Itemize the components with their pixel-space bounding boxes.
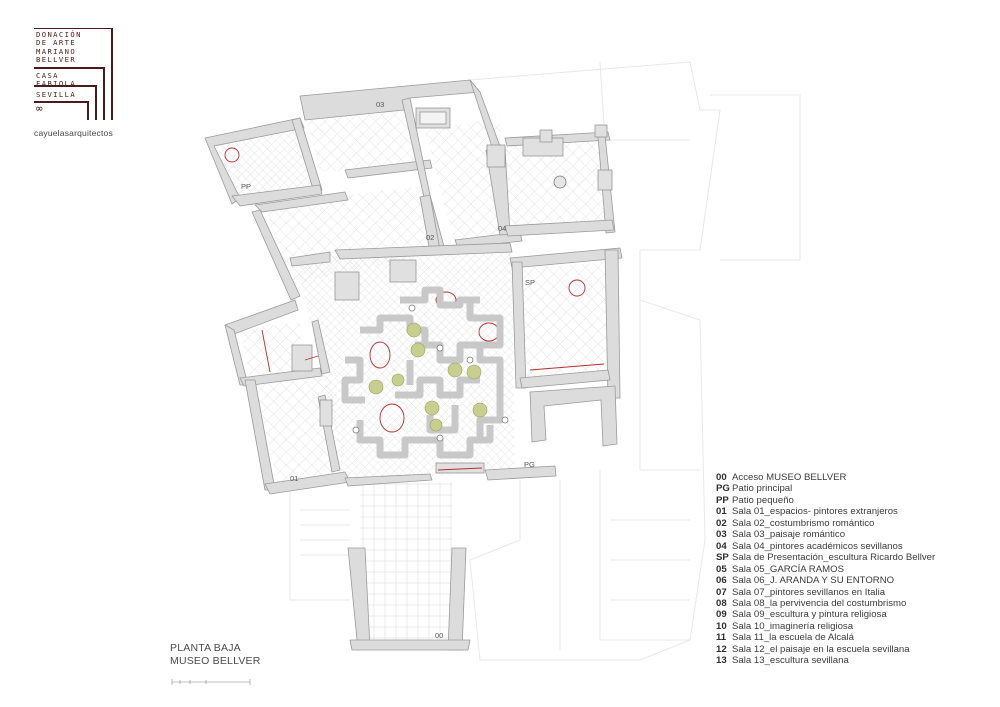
- caption-line-2: MUSEO BELLVER: [170, 654, 261, 667]
- legend-code: 07: [716, 586, 727, 598]
- room-labels: 03 PP 02 04 SP 01 PG 00: [241, 100, 535, 640]
- legend-text: Sala 03_paisaje romántico: [732, 529, 846, 541]
- scale-bar: [171, 679, 251, 685]
- legend-code: 04: [716, 540, 727, 552]
- legend-code: 12: [716, 643, 727, 655]
- logo-city: SEVILLA: [36, 90, 77, 99]
- legend-text: Acceso MUSEO BELLVER: [732, 472, 847, 483]
- plan-caption: PLANTA BAJA MUSEO BELLVER: [170, 642, 261, 667]
- legend-text: Sala 02_costumbrismo romántico: [732, 517, 875, 529]
- legend-code: 08: [716, 597, 727, 609]
- legend-item: 00 Acceso MUSEO BELLVER: [716, 472, 935, 483]
- legend-code: 03: [716, 529, 727, 541]
- legend-item: 01 Sala 01_espacios- pintores extranjeros: [716, 506, 935, 517]
- courtyard-plants: [368, 322, 488, 432]
- legend-item: 06 Sala 06_J. ARANDA Y SU ENTORNO: [716, 575, 935, 586]
- legend-item: 11 Sala 11_la escuela de Alcalá: [716, 632, 935, 643]
- legend-item: 07 Sala 07_pintores sevillanos en Italia: [716, 587, 935, 598]
- legend-code: 00: [716, 472, 727, 483]
- legend-text: Sala 10_imaginería religiosa: [732, 620, 854, 632]
- studio-name: cayuelasarquitectos: [34, 128, 113, 138]
- logo-frame: [34, 28, 113, 120]
- room-label-pp: PP: [241, 182, 251, 191]
- legend-item: 09 Sala 09_escultura y pintura religiosa: [716, 609, 935, 620]
- neighbor-outlines: [289, 61, 801, 661]
- legend-text: Sala 05_GARCÍA RAMOS: [732, 563, 844, 575]
- legend-item: 03 Sala 03_paisaje romántico: [716, 529, 935, 540]
- legend-text: Sala 04_pintores académicos sevillanos: [732, 540, 903, 552]
- legend-code: SP: [716, 552, 729, 564]
- walls: [204, 79, 623, 651]
- legend-item: 12 Sala 12_el paisaje en la escuela sevil…: [716, 644, 935, 655]
- legend-item: 04 Sala 04_pintores académicos sevillanos: [716, 541, 935, 552]
- legend-code: 10: [716, 620, 727, 632]
- legend-code: PP: [716, 494, 729, 506]
- infinity-icon: ∞: [36, 102, 45, 115]
- room-label-00: 00: [435, 631, 443, 640]
- legend-text: Patio pequeño: [732, 494, 794, 506]
- legend-code: 11: [716, 632, 727, 644]
- legend-code: 05: [716, 563, 727, 575]
- legend-code: 01: [716, 506, 727, 518]
- legend-text: Sala 11_la escuela de Alcalá: [732, 632, 854, 644]
- legend-text: Patio principal: [732, 483, 793, 495]
- legend-text: Sala 13_escultura sevillana: [732, 655, 849, 667]
- room-label-03: 03: [376, 100, 384, 109]
- red-accents: [224, 147, 605, 471]
- room-label-04: 04: [498, 224, 506, 233]
- room-label-sp: SP: [525, 278, 535, 287]
- legend-text: Sala 12_el paisaje en la escuela sevilla…: [732, 643, 910, 655]
- courtyard-posts: [352, 175, 567, 442]
- legend-code: PG: [716, 483, 730, 495]
- legend-item: 05 Sala 05_GARCÍA RAMOS: [716, 564, 935, 575]
- legend-text: Sala 09_escultura y pintura religiosa: [732, 609, 887, 621]
- legend-text: Sala de Presentación_escultura Ricardo B…: [732, 552, 936, 564]
- room-label-pg: PG: [524, 460, 535, 469]
- legend-item: 10 Sala 10_imaginería religiosa: [716, 621, 935, 632]
- caption-line-1: PLANTA BAJA: [170, 642, 241, 654]
- legend-item: 08 Sala 08_la pervivencia del costumbrism…: [716, 598, 935, 609]
- legend-code: 09: [716, 609, 727, 621]
- legend-code: 13: [716, 655, 727, 667]
- room-label-02: 02: [426, 233, 434, 242]
- legend-code: 06: [716, 575, 727, 587]
- legend-code: 02: [716, 517, 727, 529]
- legend-text: Sala 07_pintores sevillanos en Italia: [732, 586, 886, 598]
- room-label-01: 01: [290, 474, 298, 483]
- furniture: [291, 107, 613, 474]
- legend-item: 02 Sala 02_costumbrismo romántico: [716, 518, 935, 529]
- legend-text: Sala 08_la pervivencia del costumbrismo: [732, 597, 907, 609]
- legend-text: Sala 06_J. ARANDA Y SU ENTORNO: [732, 575, 895, 587]
- legend-item: 13 Sala 13_escultura sevillana: [716, 655, 935, 666]
- legend-text: Sala 01_espacios- pintores extranjeros: [732, 506, 898, 518]
